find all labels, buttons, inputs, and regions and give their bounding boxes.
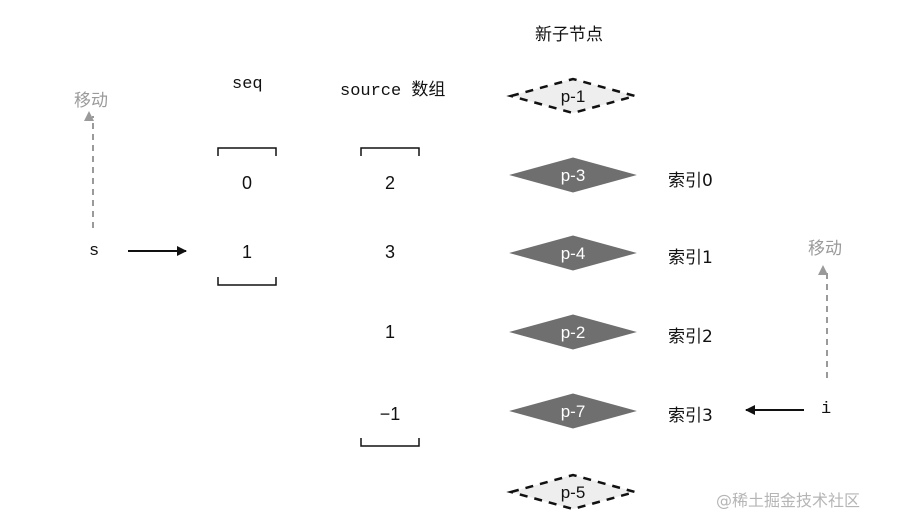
right-move-label: 移动 xyxy=(808,239,842,259)
source-value-2: 1 xyxy=(384,322,395,342)
seq-bracket-bottom xyxy=(217,277,277,286)
s-pointer-label: s xyxy=(89,242,100,261)
node-shape xyxy=(506,473,640,511)
node-label: p-2 xyxy=(561,323,586,342)
i-pointer-label: i xyxy=(821,400,832,419)
node-p-4: p-4 xyxy=(509,235,637,271)
source-title-text: source 数组 xyxy=(340,80,446,101)
source-title: source 数组 xyxy=(340,75,445,101)
node-p-7: p-7 xyxy=(509,393,637,429)
node-p-3: p-3 xyxy=(509,157,637,193)
node-shape xyxy=(509,314,637,350)
source-title-word: source xyxy=(340,82,412,101)
seq-bracket-top xyxy=(217,147,277,156)
node-label: p-1 xyxy=(561,87,586,106)
source-bracket-top xyxy=(360,147,420,156)
node-p-2: p-2 xyxy=(509,314,637,350)
left-move-label: 移动 xyxy=(74,91,108,111)
index-label-1: 索引1 xyxy=(668,248,713,268)
node-label: p-3 xyxy=(561,166,586,185)
source-value-1: 3 xyxy=(384,242,395,262)
source-value-0: 2 xyxy=(384,173,395,193)
node-p-1: p-1 xyxy=(506,77,640,115)
node-label: p-7 xyxy=(561,402,586,421)
source-value-3: −1 xyxy=(379,404,401,424)
node-p-5: p-5 xyxy=(506,473,640,511)
node-label: p-5 xyxy=(561,483,586,502)
source-title-suffix: 数组 xyxy=(411,80,446,100)
source-bracket-bottom xyxy=(360,438,420,447)
node-shape xyxy=(509,393,637,429)
index-label-3: 索引3 xyxy=(668,406,713,426)
node-shape xyxy=(509,235,637,271)
seq-value-1: 1 xyxy=(241,242,252,262)
node-label: p-4 xyxy=(561,244,586,263)
new-nodes-title: 新子节点 xyxy=(535,25,603,45)
seq-title: seq xyxy=(232,75,263,94)
watermark: @稀土掘金技术社区 xyxy=(716,491,861,510)
node-shape xyxy=(509,157,637,193)
node-diamonds: p-1 p-3 p-4 p-2 p-7 p-5 xyxy=(506,77,640,511)
index-label-2: 索引2 xyxy=(668,327,713,347)
index-label-0: 索引0 xyxy=(668,171,713,191)
node-shape xyxy=(506,77,640,115)
seq-value-0: 0 xyxy=(241,173,252,193)
